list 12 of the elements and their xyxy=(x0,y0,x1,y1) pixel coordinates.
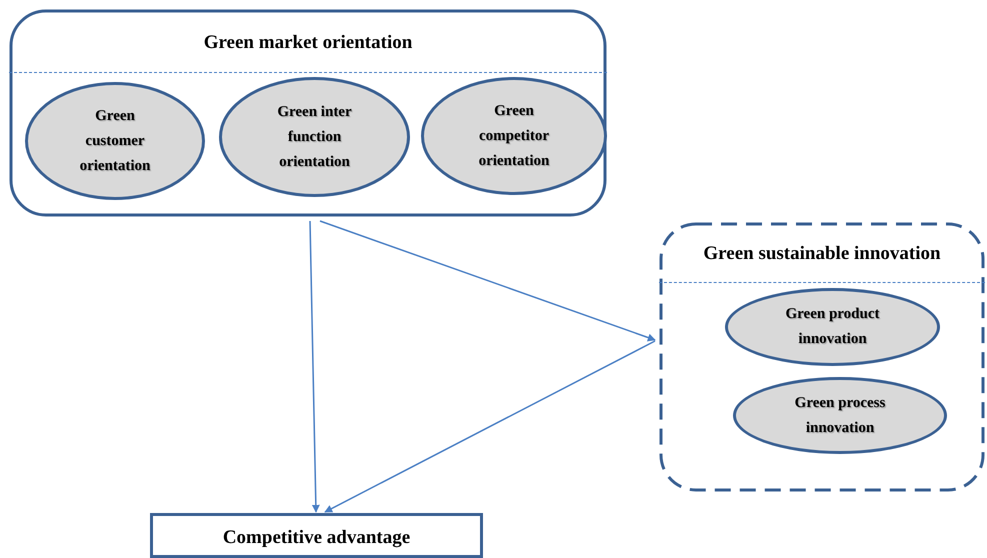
construct-label: Green process innovation xyxy=(794,394,886,438)
arrow xyxy=(309,220,320,513)
construct-label: Green product innovation xyxy=(784,305,881,349)
group-title: Green sustainable innovation xyxy=(703,242,941,266)
arrow xyxy=(320,220,656,342)
outcome-box xyxy=(150,513,483,558)
group-title: Green market orientation xyxy=(204,31,412,55)
construct-label: Green customer orientation xyxy=(78,106,152,176)
arrow xyxy=(324,340,656,513)
construct-label: Green competitor orientation xyxy=(478,102,550,170)
construct-label: Green inter function orientation xyxy=(276,102,353,172)
outcome-label: Competitive advantage xyxy=(222,526,410,550)
